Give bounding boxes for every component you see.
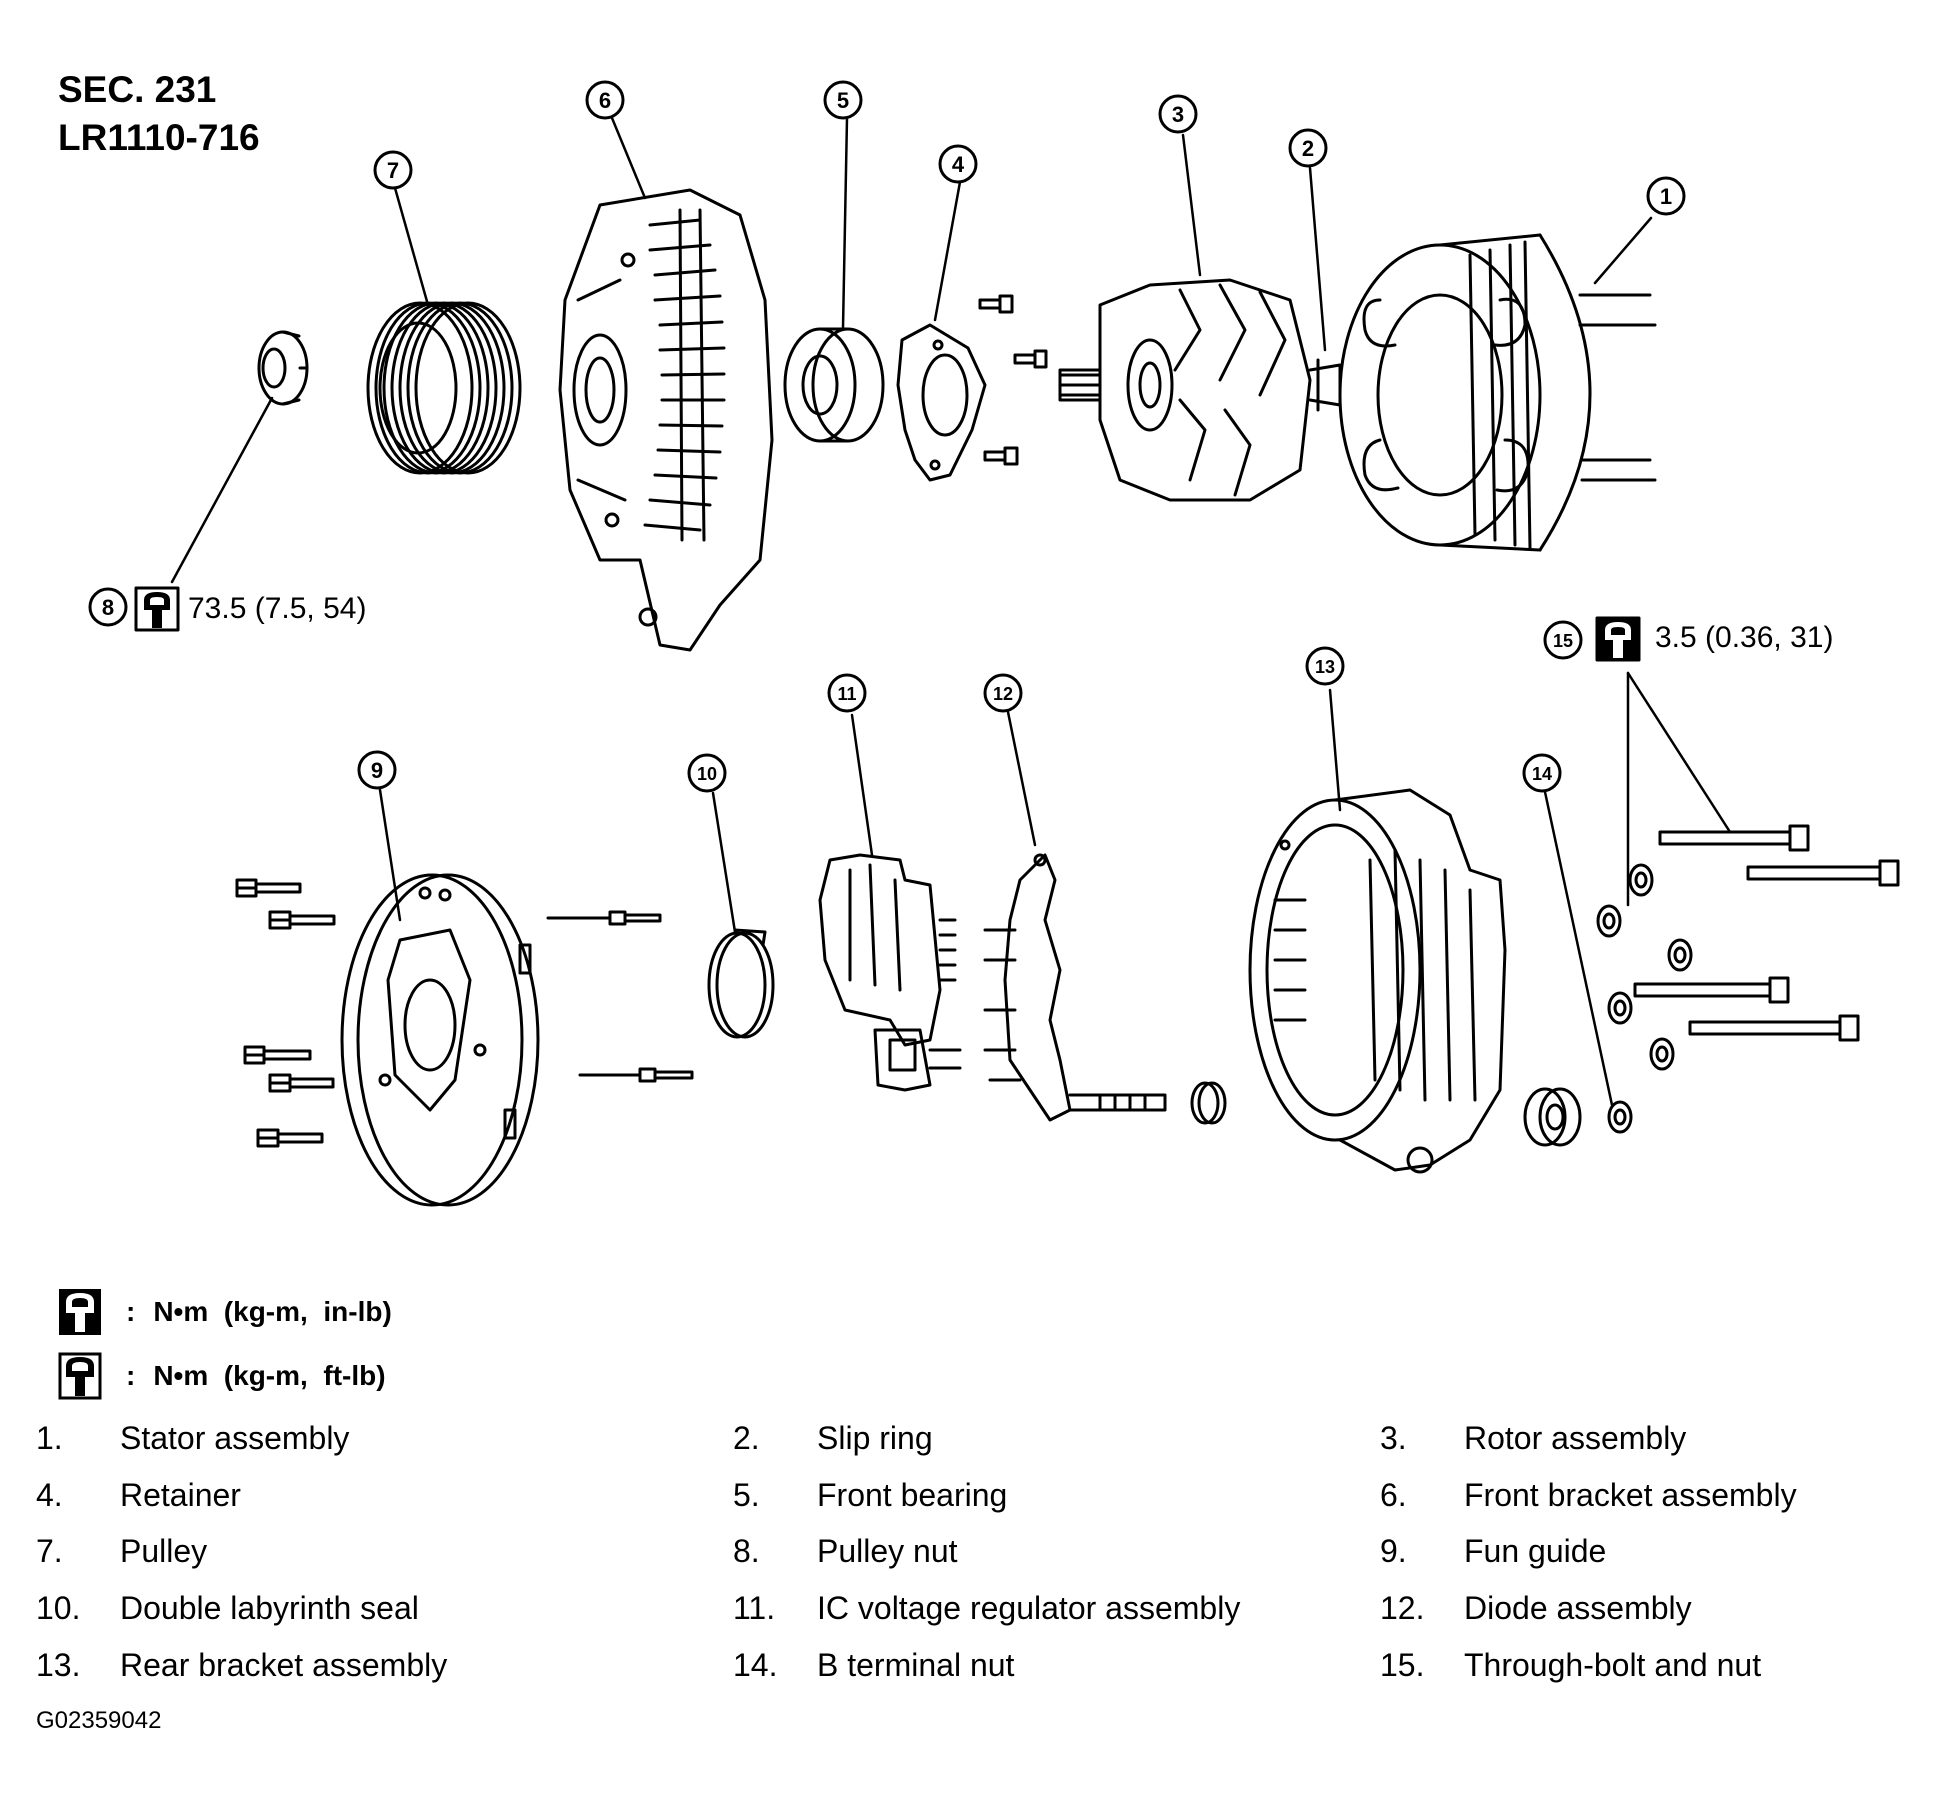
callout-11: 11 — [837, 684, 856, 704]
callout-9: 9 — [371, 758, 383, 783]
fan-guide-screws-drawing — [235, 878, 336, 1148]
callout-1: 1 — [1660, 184, 1672, 209]
retainer-screws-drawing — [978, 294, 1048, 466]
front-bearing-drawing — [783, 327, 885, 443]
through-bolt-torque: 3.5 (0.36, 31) — [1655, 621, 1834, 654]
diode-assembly-drawing — [983, 853, 1167, 1122]
callout-12: 12 — [993, 684, 1013, 704]
fan-guide-drawing — [340, 873, 540, 1207]
callout-numbers: 1 2 3 4 5 6 7 8 9 10 11 12 13 14 15 — [102, 88, 1672, 784]
ic-regulator-drawing — [818, 853, 962, 1092]
torque-wrench-filled-icon — [1595, 616, 1641, 662]
torque-wrench-filled-icon — [59, 1289, 101, 1335]
callout-2: 2 — [1302, 136, 1314, 161]
pulley-nut-drawing — [257, 330, 309, 406]
callout-13: 13 — [1315, 657, 1335, 677]
callout-circles — [88, 80, 1686, 793]
through-bolts-drawing — [1633, 824, 1900, 1042]
through-bolt-nuts-drawing — [1596, 863, 1693, 1134]
labyrinth-seal-drawing — [707, 928, 775, 1039]
section-number: SEC. 231 — [58, 69, 217, 110]
callout-3: 3 — [1172, 102, 1184, 127]
legend-units-in-lb: N•m (kg-m, in-lb) — [153, 1296, 392, 1327]
leader-lines — [170, 116, 1732, 1107]
callout-15: 15 — [1553, 631, 1573, 651]
front-bracket-drawing — [558, 188, 774, 652]
rotor-drawing — [1058, 278, 1342, 502]
torque-wrench-outline-icon — [134, 586, 180, 632]
legend-units-ft-lb: N•m (kg-m, ft-lb) — [153, 1360, 386, 1391]
callout-8: 8 — [102, 595, 114, 620]
pulley-drawing — [366, 301, 522, 475]
legend-ft-lb: : N•m (kg-m, ft-lb) — [58, 1350, 386, 1402]
callout-5: 5 — [837, 88, 849, 113]
callout-10: 10 — [697, 764, 717, 784]
callout-6: 6 — [599, 88, 611, 113]
retainer-drawing — [896, 323, 987, 482]
model-number: LR1110-716 — [58, 117, 260, 158]
torque-wrench-outline-icon — [58, 1352, 102, 1400]
rear-bracket-drawing — [1248, 788, 1507, 1174]
rivet-pins-drawing — [546, 910, 694, 1083]
b-terminal-nut-drawing — [1523, 1087, 1582, 1147]
washer-drawing — [1190, 1081, 1227, 1125]
legend-separator: : — [126, 1296, 136, 1327]
legend-in-lb: : N•m (kg-m, in-lb) — [58, 1286, 392, 1338]
legend-separator: : — [126, 1360, 136, 1391]
callout-7: 7 — [387, 158, 399, 183]
callout-14: 14 — [1532, 764, 1552, 784]
callout-4: 4 — [952, 152, 965, 177]
stator-drawing — [1338, 233, 1657, 552]
pulley-nut-torque: 73.5 (7.5, 54) — [188, 592, 367, 625]
figure-code: G02359042 — [36, 1707, 162, 1734]
